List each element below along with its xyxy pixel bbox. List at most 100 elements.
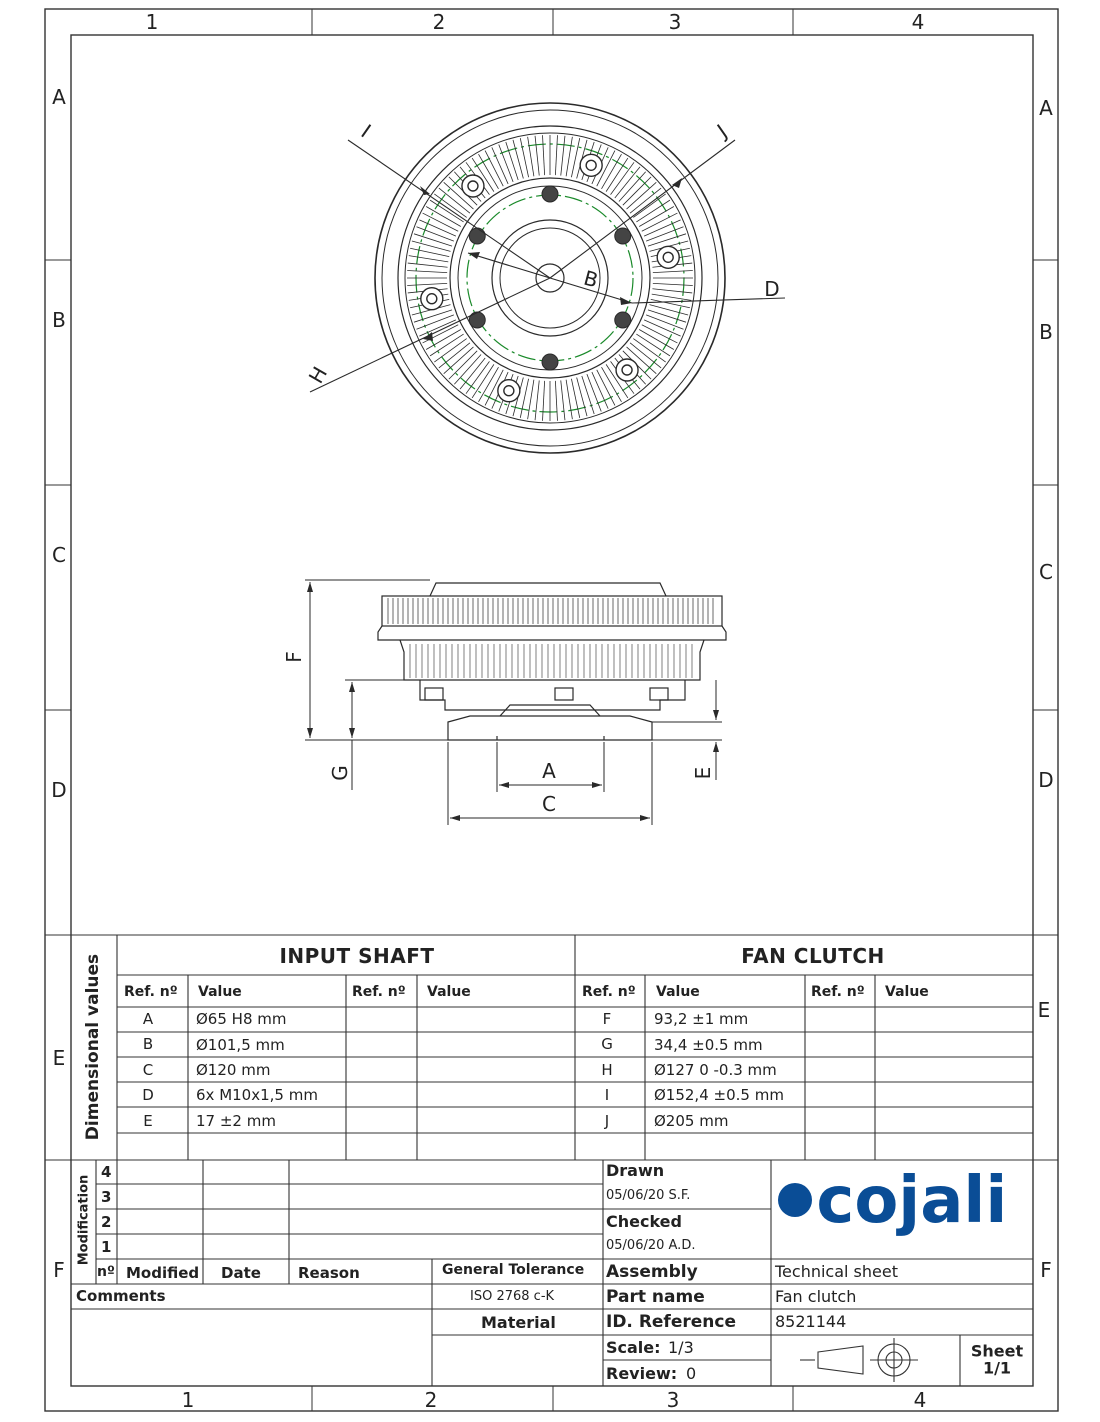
company-logo: .cojali — [816, 1164, 1008, 1238]
fan-ref-j: J — [604, 1112, 610, 1130]
side-label-e: E — [691, 766, 715, 780]
fin-line — [542, 380, 546, 421]
fin-line — [491, 147, 509, 185]
review-label: Review: — [606, 1364, 678, 1383]
fin-line — [633, 193, 666, 218]
fin-line — [614, 166, 641, 199]
fan-ref-f: F — [602, 1010, 612, 1028]
zone-row-a-left: A — [52, 85, 66, 109]
fin-line — [646, 226, 684, 242]
fin-line — [413, 233, 453, 247]
outer-bolt — [656, 245, 680, 269]
outer-bolt — [497, 379, 521, 403]
side-label-a: A — [542, 759, 556, 783]
input-shaft-header-ref-1: Ref. nº — [124, 984, 178, 1000]
fin-line — [647, 309, 687, 323]
zone-row-c-right: C — [1039, 560, 1053, 584]
side-label-g: G — [328, 765, 352, 781]
fin-line — [416, 314, 454, 330]
fin-line — [636, 199, 671, 223]
outer-bolt — [503, 385, 515, 397]
fin-line — [465, 361, 490, 394]
fin-line — [633, 338, 666, 363]
fin-line — [407, 262, 448, 268]
fin-line — [650, 299, 690, 309]
fin-line — [471, 364, 495, 399]
fin-line — [629, 187, 662, 214]
fin-line — [425, 206, 461, 227]
drawn-value: 05/06/20 S.F. — [606, 1188, 691, 1203]
input-value-c: Ø120 mm — [196, 1061, 271, 1079]
side-view — [377, 582, 727, 741]
part-name-value: Fan clutch — [775, 1287, 857, 1306]
fin-line — [542, 135, 546, 176]
fin-line — [652, 282, 693, 286]
fin-line — [429, 199, 464, 223]
fin-line — [407, 282, 448, 286]
mod-number-3: 3 — [101, 1188, 112, 1206]
fin-line — [586, 374, 602, 412]
fin-line — [591, 371, 609, 409]
fin-line — [554, 135, 558, 176]
zone-row-a-right: A — [1039, 96, 1053, 120]
fin-line — [636, 333, 671, 357]
outer-bolt — [662, 251, 674, 263]
fan-value-j: Ø205 mm — [654, 1112, 729, 1130]
fin-line — [581, 375, 595, 415]
assembly-value: Technical sheet — [775, 1262, 898, 1281]
inner-bolt — [614, 311, 632, 329]
fin-line — [407, 270, 448, 274]
zone-col-3-bottom: 3 — [666, 1388, 680, 1412]
fin-line — [478, 153, 499, 189]
scale-value: 1/3 — [668, 1338, 694, 1357]
fin-line — [419, 319, 457, 337]
zone-col-4-bottom: 4 — [913, 1388, 927, 1412]
zone-col-4-top: 4 — [911, 10, 925, 34]
fin-line — [422, 212, 459, 232]
fin-line — [565, 379, 573, 420]
input-value-e: 17 ±2 mm — [196, 1112, 276, 1130]
fin-line — [416, 226, 454, 242]
fin-line — [419, 219, 457, 237]
input-ref-e: E — [143, 1112, 153, 1130]
fin-line — [605, 157, 629, 192]
mod-header-modified: Modified — [126, 1264, 200, 1282]
fin-line — [560, 380, 566, 421]
scale-label: Scale: — [606, 1338, 661, 1357]
fin-line — [498, 144, 514, 182]
zone-row-e-right: E — [1037, 998, 1051, 1022]
inner-bolt — [614, 227, 632, 245]
logo-dot — [778, 1183, 812, 1217]
zone-row-e-left: E — [52, 1046, 66, 1070]
fan-value-g: 34,4 ±0.5 mm — [654, 1036, 763, 1054]
input-shaft-header-ref-2: Ref. nº — [352, 984, 406, 1000]
id-reference-label: ID. Reference — [606, 1312, 736, 1332]
fin-line — [478, 367, 499, 403]
outer-bolt — [585, 159, 597, 171]
mod-number-1: 1 — [101, 1238, 112, 1256]
outer-bolt — [615, 358, 639, 382]
fin-line — [519, 378, 529, 418]
review-value: 0 — [686, 1364, 697, 1383]
fin-line — [425, 329, 461, 350]
fin-line — [554, 380, 558, 421]
zone-row-d-left: D — [51, 778, 67, 802]
fin-line — [622, 176, 652, 206]
input-value-d: 6x M10x1,5 mm — [196, 1086, 318, 1104]
outer-bolt — [426, 293, 438, 305]
fin-line — [454, 354, 482, 385]
mod-header-date: Date — [221, 1264, 261, 1282]
assembly-label: Assembly — [606, 1262, 698, 1282]
inner-bolt — [541, 185, 559, 203]
inner-bolt — [541, 353, 559, 371]
input-ref-c: C — [142, 1061, 154, 1079]
fin-line — [410, 247, 450, 257]
fin-line — [643, 319, 681, 337]
fin-line — [565, 136, 573, 177]
fin-line — [459, 357, 486, 390]
mod-number-4: 4 — [101, 1163, 112, 1181]
fin-line — [411, 240, 451, 252]
zone-row-b-right: B — [1039, 320, 1053, 344]
input-ref-b: B — [142, 1035, 154, 1053]
modification-label: Modification — [76, 1174, 92, 1266]
